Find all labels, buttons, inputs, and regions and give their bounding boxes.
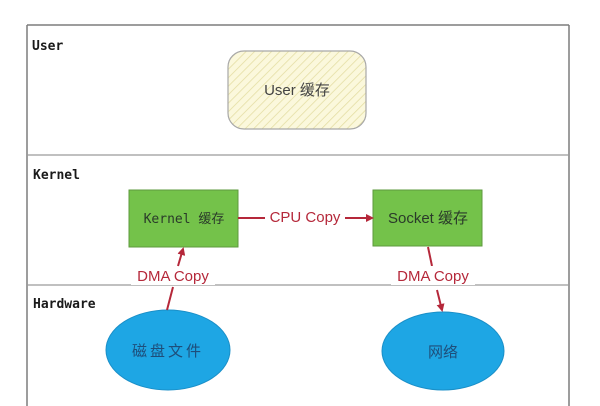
cpu-copy-label: CPU Copy: [270, 209, 341, 226]
socket-cache-node: Socket 缓存: [372, 189, 483, 247]
dma-copy-out-label: DMA Copy: [397, 268, 469, 285]
layer-label-kernel: Kernel: [33, 168, 80, 183]
user-cache-label: User 缓存: [264, 82, 330, 99]
dma-copy-in-arrow: [177, 247, 186, 267]
disk-file-label: 磁盘文件: [132, 342, 204, 360]
dma-copy-out-edge: DMA Copy: [391, 246, 475, 312]
dma-copy-in-edge: DMA Copy: [131, 247, 215, 311]
dma-copy-in-label: DMA Copy: [137, 268, 209, 285]
layer-label-hardware: Hardware: [33, 297, 96, 312]
dma-copy-out-line-upper: [427, 246, 433, 267]
dma-copy-out-arrow: [436, 289, 445, 312]
cpu-copy-label-bg: [265, 206, 345, 226]
kernel-cache-node: Kernel 缓存: [128, 189, 239, 248]
kernel-cache-box: [128, 189, 239, 248]
socket-cache-box: [372, 189, 483, 247]
network-label: 网络: [428, 344, 458, 361]
layer-label-user: User: [32, 39, 63, 54]
disk-file-node: 磁盘文件: [105, 309, 231, 391]
cpu-copy-edge: CPU Copy: [238, 206, 374, 226]
dma-copy-in-label-bg: [131, 266, 215, 285]
network-node: 网络: [381, 311, 505, 391]
kernel-cache-label: Kernel 缓存: [144, 212, 225, 227]
user-cache-node: User 缓存: [227, 50, 367, 130]
dma-copy-in-line-lower: [166, 286, 174, 311]
dma-copy-out-label-bg: [391, 266, 475, 285]
user-cache-box: [227, 50, 367, 130]
network-ellipse: [381, 311, 505, 391]
layer-frame: [26, 24, 570, 406]
socket-cache-label: Socket 缓存: [388, 210, 468, 227]
